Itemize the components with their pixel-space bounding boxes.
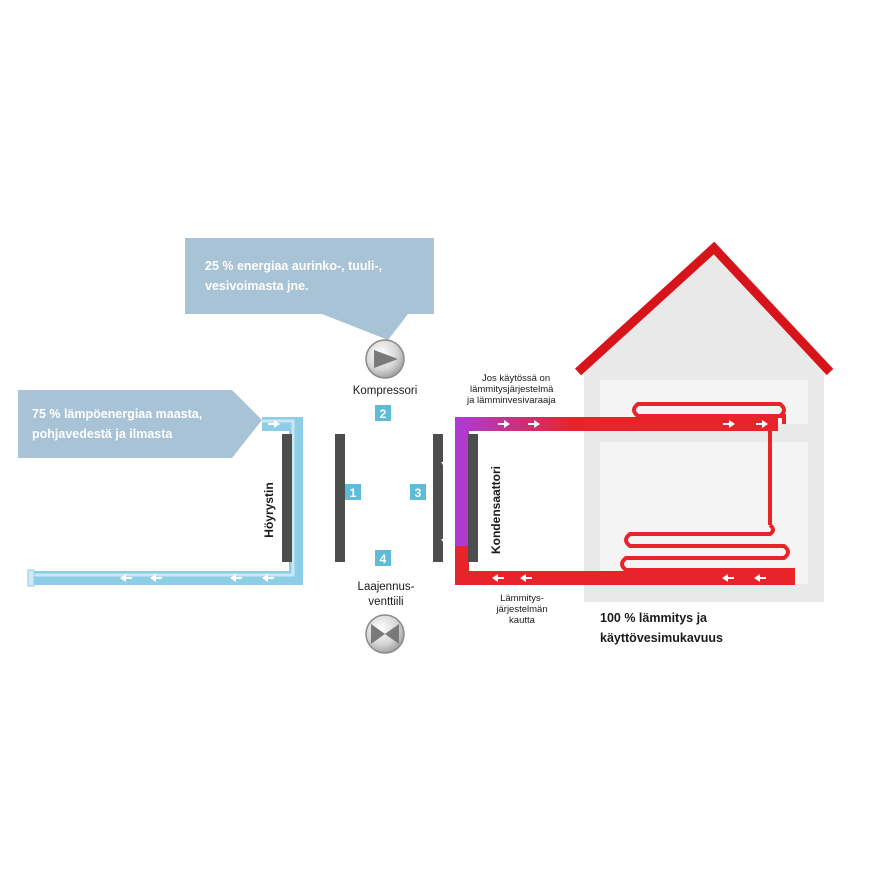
- arrow-down-icon: [441, 571, 449, 582]
- arrow-down-icon: [441, 381, 449, 392]
- step-number-4: 4: [380, 552, 387, 566]
- arrow-left-icon: [520, 574, 532, 582]
- compressor-icon: [374, 350, 398, 368]
- arrow-up-icon: [321, 535, 329, 546]
- upper-floor-coil: [632, 402, 786, 424]
- output-label-line-1: 100 % lämmitys ja: [600, 611, 708, 625]
- condenser-label: Kondensaattori: [489, 466, 503, 554]
- arrow-left-icon: [150, 574, 162, 582]
- heating-supply-pipe: [455, 417, 778, 546]
- callout-top-box: [185, 238, 434, 340]
- condenser-plate-outer: [468, 434, 478, 562]
- ground-pipe-in-highlight: [32, 419, 295, 577]
- supply-note-line-1: Jos käytössä on: [482, 373, 550, 384]
- callout-left: [18, 390, 262, 458]
- arrow-up-icon: [321, 418, 329, 429]
- callout-left-line-2: pohjavedestä ja ilmasta: [32, 427, 173, 441]
- arrow-up-icon: [321, 378, 329, 389]
- heating-return-pipe: [455, 546, 795, 585]
- evaporator-plate-inner: [335, 434, 345, 562]
- step-box-1: [345, 484, 361, 500]
- compressor-label: Kompressori: [353, 385, 418, 397]
- evaporator-plate-outer: [282, 434, 292, 562]
- arrow-left-icon: [120, 574, 132, 582]
- arrow-up-icon: [321, 470, 329, 481]
- callout-top-line-1: 25 % energiaa aurinko-, tuuli-,: [205, 259, 382, 273]
- compressor: [365, 339, 405, 379]
- arrow-left-icon: [722, 574, 734, 582]
- arrow-right-icon: [268, 420, 280, 428]
- step-box-3: [410, 484, 426, 500]
- step-number-2: 2: [380, 407, 387, 421]
- valve-icon-left: [371, 624, 385, 644]
- callout-top: [185, 238, 434, 340]
- return-note-line-3: kautta: [509, 615, 536, 626]
- lower-floor-coil: [620, 523, 795, 572]
- callout-left-line-1: 75 % lämpöenergiaa maasta,: [32, 407, 202, 421]
- step-number-3: 3: [415, 486, 422, 500]
- return-note-line-1: Lämmitys-: [500, 593, 544, 604]
- step-number-1: 1: [350, 486, 357, 500]
- supply-note-line-3: ja lämminvesivaraaja: [466, 395, 556, 406]
- supply-note-line-2: lämmitysjärjestelmä: [470, 384, 554, 395]
- arrow-left-icon: [262, 574, 274, 582]
- condenser-plate-inner: [433, 434, 443, 562]
- expansion-valve-label-1: Laajennus-: [358, 581, 415, 593]
- flow-arrows: [120, 378, 768, 623]
- heat-exchangers: [282, 434, 478, 562]
- arrow-up-icon: [321, 572, 329, 583]
- expansion-valve: [365, 614, 405, 654]
- house-roof: [574, 241, 834, 376]
- evaporator-label: Höyrystin: [262, 482, 276, 537]
- arrow-left-icon: [492, 574, 504, 582]
- output-label-line-2: käyttövesimukavuus: [600, 631, 723, 645]
- ground-pipe-end: [27, 569, 35, 587]
- arrow-right-icon: [528, 420, 540, 428]
- expansion-valve-label-2: venttiili: [368, 596, 403, 608]
- arrow-down-icon: [441, 534, 449, 545]
- step-markers: 1 2 3 4: [345, 405, 426, 566]
- arrow-up-icon: [321, 612, 329, 623]
- house-floor-lower: [600, 442, 808, 584]
- arrow-right-icon: [723, 420, 735, 428]
- arrow-right-icon: [756, 420, 768, 428]
- arrow-down-icon: [441, 413, 449, 424]
- arrow-left-icon: [754, 574, 766, 582]
- labels: 25 % energiaa aurinko-, tuuli-, vesivoim…: [32, 259, 723, 645]
- callout-top-line-2: vesivoimasta jne.: [205, 279, 309, 293]
- arrow-left-icon: [230, 574, 242, 582]
- step-box-4: [375, 550, 391, 566]
- arrow-down-icon: [441, 607, 449, 618]
- return-note-line-2: järjestelmän: [495, 604, 547, 615]
- heating-loop: [455, 402, 795, 585]
- step-box-2: [375, 405, 391, 421]
- callout-left-box: [18, 390, 262, 458]
- arrow-down-icon: [441, 457, 449, 468]
- arrow-right-icon: [498, 420, 510, 428]
- valve-icon-right: [385, 624, 399, 644]
